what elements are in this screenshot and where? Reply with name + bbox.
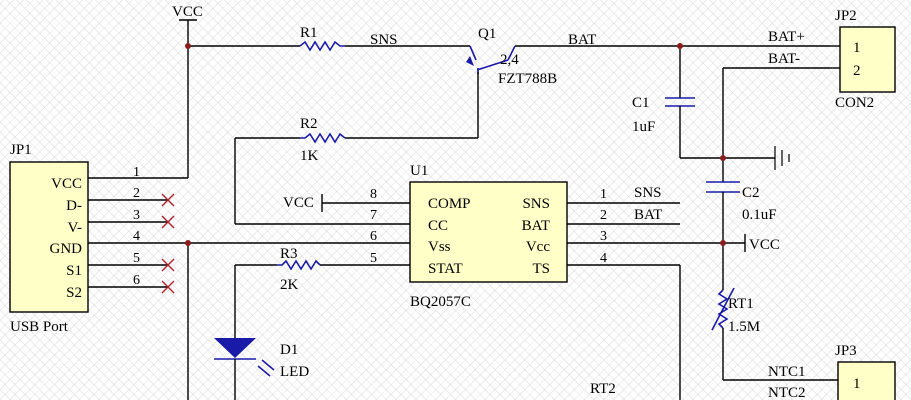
usb-port-label: USB Port	[10, 319, 69, 335]
net-bat-label: BAT	[634, 207, 662, 223]
r2-value-label: 1K	[300, 148, 319, 164]
transistor-q1: Q1 2,4 FZT788B BAT	[466, 26, 596, 138]
r2-label: R2	[300, 116, 318, 132]
u1-left-pin-num-6: 6	[370, 229, 377, 244]
jp2-pin1-label: 1	[853, 40, 861, 56]
jp1-pin-name-3: V-	[68, 220, 82, 236]
bat-minus-label: BAT-	[768, 51, 800, 67]
rt1-value-label: 1.5M	[728, 319, 760, 335]
vcc-left-label: VCC	[283, 195, 314, 211]
u1-label: U1	[410, 163, 428, 179]
r3-label: R3	[280, 246, 298, 262]
q1-pins-label: 2,4	[500, 52, 519, 68]
vcc-left-power-port: VCC	[283, 194, 410, 212]
resistor-r2: R2 1K	[234, 116, 478, 225]
ntc2-label: NTC2	[768, 385, 806, 400]
sns-top-label: SNS	[370, 32, 398, 48]
c1-value-label: 1uF	[632, 119, 655, 135]
bat-plus-label: BAT+	[768, 29, 805, 45]
bat-top-label: BAT	[568, 32, 596, 48]
u1-left-pin-name-6: Vss	[428, 239, 451, 255]
jp2-label: JP2	[835, 8, 857, 24]
u1-right-pin-name-4: TS	[532, 261, 550, 277]
connector-jp2: JP2 BAT+ BAT- 1 2 CON2	[768, 8, 896, 111]
con2-label: CON2	[835, 95, 874, 111]
u1-right-pin-num-4: 4	[600, 251, 607, 266]
u1-right-pin-name-3: Vcc	[526, 239, 550, 255]
top-wires	[130, 45, 830, 182]
ground-symbol	[774, 146, 790, 170]
u1-left-pin-name-8: COMP	[428, 196, 471, 212]
jp1-pin-name-1: VCC	[51, 176, 82, 192]
vcc-right-label: VCC	[749, 237, 780, 253]
r1-label: R1	[300, 25, 318, 41]
no-connect-markers	[161, 193, 175, 294]
jp1-pin-name-2: D-	[66, 198, 82, 214]
vcc-top-label: VCC	[172, 4, 203, 20]
jp1-pin-num-2: 2	[133, 186, 140, 201]
capacitor-c2: C2 0.1uF	[706, 181, 777, 290]
thermistor-rt2: RT2	[590, 381, 616, 397]
net-sns-label: SNS	[634, 185, 662, 201]
q1-part-label: FZT788B	[498, 71, 557, 87]
c2-label: C2	[742, 185, 760, 201]
jp3-label: JP3	[835, 343, 857, 359]
u1-left-pin-num-7: 7	[370, 208, 377, 223]
jp1-pin-num-4: 4	[133, 229, 140, 244]
jp2-pin2-label: 2	[853, 63, 861, 79]
jp1-pin-name-6: S2	[66, 285, 82, 301]
r3-value-label: 2K	[280, 277, 299, 293]
jp1-pin-num-1: 1	[133, 165, 140, 180]
u1-right-pin-num-2: 2	[600, 208, 607, 223]
vcc-top-power-port: VCC	[172, 4, 203, 46]
led-d1: D1 LED	[214, 338, 309, 400]
u1-part-label: BQ2057C	[410, 294, 471, 310]
jp1-label: JP1	[10, 142, 32, 158]
connector-jp1: JP1 USB Port VCC D- V- GND S1 S2 1 2 3 4…	[9, 142, 188, 335]
gnd-wiring	[187, 242, 410, 400]
u1-left-pin-name-5: STAT	[428, 261, 463, 277]
jp1-pin-num-6: 6	[133, 273, 140, 288]
resistor-r3: R3 2K	[234, 246, 410, 338]
d1-value-label: LED	[280, 364, 309, 380]
u1-right-pin-num-1: 1	[600, 187, 607, 202]
rt1-label: RT1	[728, 296, 754, 312]
u1-left-pin-num-5: 5	[370, 251, 377, 266]
q1-label: Q1	[478, 26, 496, 42]
resistor-r1: R1 SNS	[299, 25, 398, 52]
u1-right-pin-name-2: BAT	[522, 218, 550, 234]
u1-right-pin-name-1: SNS	[522, 196, 550, 212]
u1-left-pin-num-8: 8	[370, 187, 377, 202]
jp1-pin-num-5: 5	[133, 251, 140, 266]
jp1-pin-name-5: S1	[66, 263, 82, 279]
rt2-label: RT2	[590, 381, 616, 397]
c1-label: C1	[632, 95, 650, 111]
ic-u1: U1 BQ2057C COMP CC Vss STAT 8 7 6 5 SNS …	[370, 163, 745, 400]
jp3-pin1-label: 1	[853, 376, 861, 392]
c2-value-label: 0.1uF	[742, 207, 777, 223]
jp1-pin-num-3: 3	[133, 208, 140, 223]
vcc-right-power-port: VCC	[744, 234, 780, 253]
thermistor-rt1: RT1 1.5M	[711, 287, 838, 381]
ntc1-label: NTC1	[768, 364, 806, 380]
capacitor-c1: C1 1uF	[632, 46, 775, 159]
u1-right-pin-num-3: 3	[600, 229, 607, 244]
junction-dots	[185, 43, 726, 246]
jp1-pin-name-4: GND	[50, 241, 83, 257]
connector-jp3: JP3 NTC1 NTC2 1	[768, 343, 896, 400]
d1-label: D1	[280, 342, 298, 358]
u1-left-pin-name-7: CC	[428, 218, 448, 234]
